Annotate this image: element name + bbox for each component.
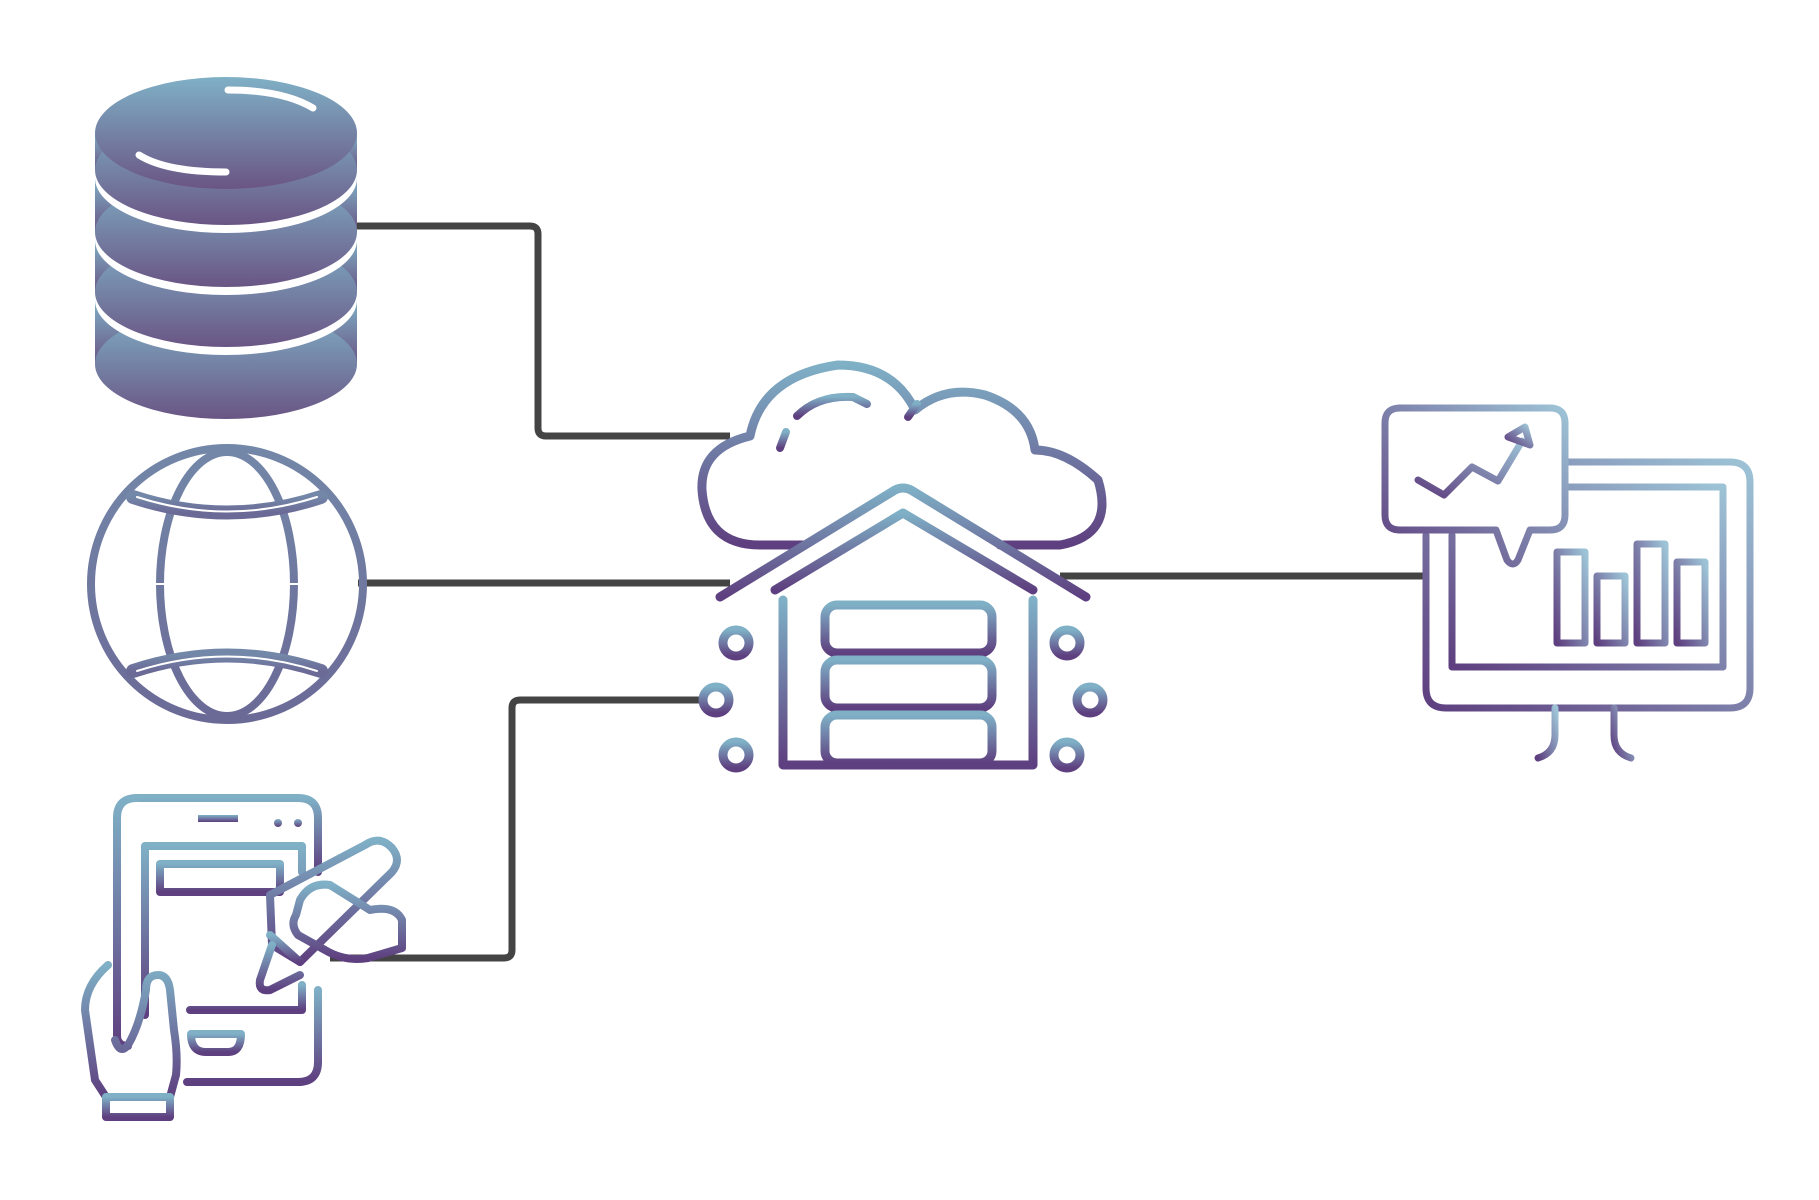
connector-input-to-hub [330,696,700,962]
analytics-dashboard-icon [1381,404,1754,762]
globe-icon [83,444,371,724]
connector-database-to-hub [350,222,730,440]
cloud-data-warehouse-icon [697,360,1108,775]
database-icon [95,77,357,419]
tablet-form-icon [81,794,406,1121]
connectors [330,222,1425,962]
